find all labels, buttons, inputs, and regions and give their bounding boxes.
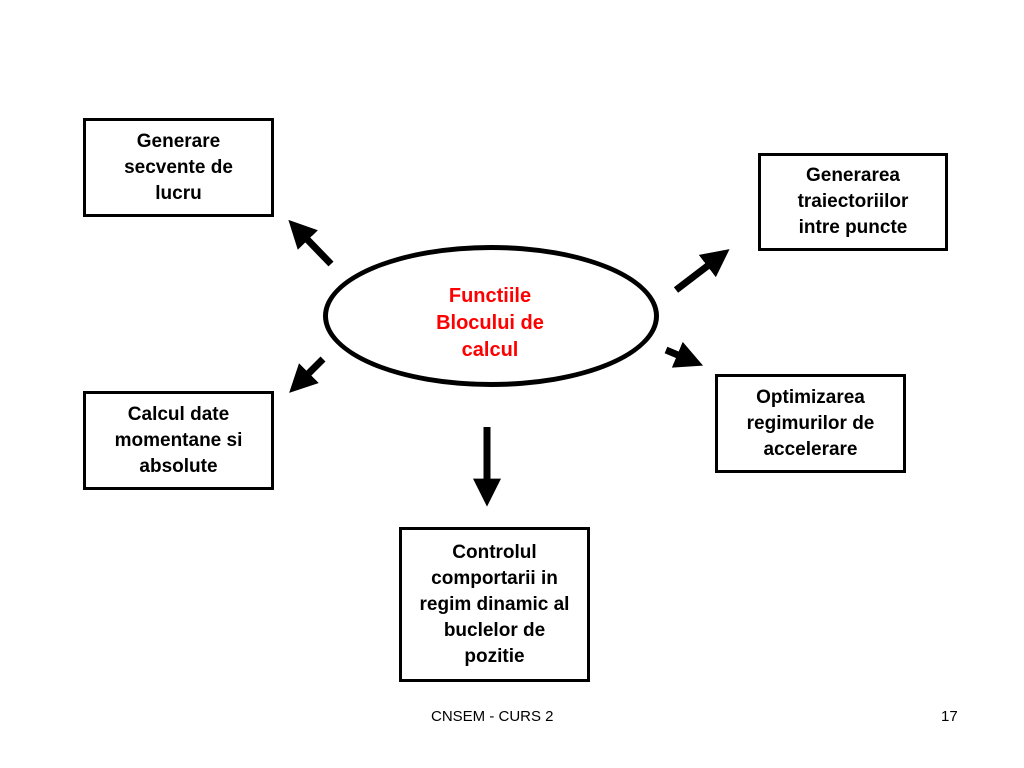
- box-top-left-text: Generare secvente de lucru: [124, 130, 233, 204]
- arrow-to-mid-right: [664, 341, 704, 368]
- footer-page-number: 17: [941, 708, 958, 725]
- box-bottom: Controlul comportarii in regim dinamic a…: [399, 527, 590, 682]
- box-mid-left: Calcul date momentane si absolute: [83, 391, 274, 490]
- arrow-to-mid-left: [289, 356, 326, 393]
- footer-course: CNSEM - CURS 2: [431, 708, 554, 725]
- center-label: Functiile Blocului de calcul: [436, 285, 544, 361]
- box-top-right: Generarea traiectoriilor intre puncte: [758, 153, 948, 251]
- box-top-right-text: Generarea traiectoriilor intre puncte: [797, 165, 909, 238]
- box-mid-left-text: Calcul date momentane si absolute: [114, 403, 243, 477]
- arrow-to-top-left: [288, 219, 334, 267]
- box-mid-right-text: Optimizarea regimurilor de accelerare: [746, 386, 875, 460]
- box-bottom-text: Controlul comportarii in regim dinamic a…: [419, 541, 570, 667]
- box-top-left: Generare secvente de lucru: [83, 118, 274, 217]
- box-mid-right: Optimizarea regimurilor de accelerare: [715, 374, 906, 473]
- center-ellipse: [323, 245, 659, 387]
- arrow-to-top-right: [673, 249, 730, 293]
